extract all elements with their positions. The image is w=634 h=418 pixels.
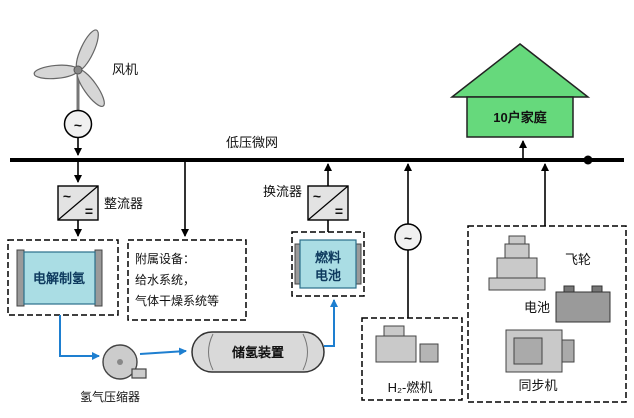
electrolysis-cell	[23, 251, 96, 305]
sync-machine-core	[513, 337, 543, 365]
electrolysis-unit: 电解制氢	[7, 239, 119, 316]
compressor-to-storage-arrow	[139, 347, 187, 356]
auxiliary-line2: 给水系统，	[135, 273, 195, 287]
bus-label: 低压微网	[226, 135, 278, 150]
flywheel-mid	[496, 257, 538, 279]
h2-engine-unit: H₂-燃机	[361, 317, 463, 401]
compressor-shaft	[117, 359, 123, 365]
electrolysis-electrode-left	[16, 249, 25, 307]
storage-cap-right	[302, 333, 308, 371]
fuel-cell-label-line1: 燃料	[315, 250, 341, 265]
rectifier-ac-symbol: ~	[63, 188, 71, 204]
compressor-icon	[102, 344, 147, 380]
battery-terminal-right	[591, 285, 603, 293]
battery-icon	[555, 285, 611, 323]
flywheel-upper	[504, 243, 530, 259]
flywheel-base	[488, 277, 546, 291]
compressor-label: 氢气压缩器	[80, 389, 140, 404]
h2engine-icon-body	[375, 335, 417, 363]
storage-tank-body	[191, 331, 325, 373]
fuel-cell-dashed-box	[291, 231, 365, 297]
fuel-cell-body	[299, 239, 357, 289]
auxiliary-line1: 附属设备：	[135, 252, 195, 266]
fuel-cell-electrode-left	[294, 243, 301, 285]
converter-dc-symbol: =	[335, 203, 343, 219]
flywheel-icon	[488, 235, 546, 291]
converter-diagonal	[307, 185, 349, 221]
wind-ac-source-icon	[63, 109, 93, 139]
turbine-blade	[33, 64, 79, 80]
electrolysis-electrode-right	[94, 249, 103, 307]
storage-tank-icon: 储氢装置	[191, 331, 325, 373]
house-roof	[449, 43, 591, 98]
storage-devices-box: 飞轮 电池 同步机	[467, 225, 627, 403]
storage-to-fuelcell-arrow	[324, 299, 338, 347]
storage-label: 储氢装置	[231, 345, 284, 360]
converter-icon: ~ =	[307, 185, 349, 221]
house-icon: 10户家庭	[449, 43, 591, 138]
auxiliary-dashed-box	[127, 239, 247, 321]
fuel-cell-label-line2: 电池	[315, 268, 341, 283]
rectifier-dc-symbol: =	[85, 203, 93, 219]
h2engine-dashed-box	[361, 317, 463, 401]
rectifier-icon: ~ =	[57, 185, 99, 221]
sync-machine-label: 同步机	[518, 378, 557, 393]
battery-label: 电池	[524, 300, 550, 315]
storage-devices-dashed-box	[467, 225, 627, 403]
flywheel-top	[508, 235, 526, 245]
storage-cap-left	[208, 333, 214, 371]
h2engine-icon-top	[383, 325, 405, 337]
compressor-outlet	[131, 368, 147, 379]
fuel-cell-electrode-right	[355, 243, 362, 285]
wind-ac-symbol: ~	[74, 117, 82, 133]
electrolysis-to-compressor-arrow	[59, 315, 100, 360]
electrolysis-label: 电解制氢	[33, 271, 85, 286]
house-body	[466, 96, 574, 138]
flywheel-label: 飞轮	[565, 252, 591, 267]
converter-label: 换流器	[263, 184, 302, 199]
sync-machine-icon	[505, 329, 575, 373]
h2engine-label: H₂-燃机	[388, 380, 433, 395]
turbine-hub	[73, 65, 83, 75]
converter-ac-symbol: ~	[313, 188, 321, 204]
auxiliary-equipment-box: 附属设备： 给水系统， 气体干燥系统等	[127, 239, 247, 321]
wind-label: 风机	[112, 62, 138, 77]
h2engine-ac-symbol: ~	[404, 230, 412, 246]
h2engine-icon-generator	[419, 343, 439, 363]
wind-turbine-icon	[33, 29, 105, 110]
battery-terminal-left	[563, 285, 575, 293]
sync-machine-shaft-end	[561, 339, 575, 363]
rectifier-diagonal	[57, 185, 99, 221]
battery-body	[555, 291, 611, 323]
fuel-cell-unit: 燃料 电池	[291, 231, 365, 297]
auxiliary-line3: 气体干燥系统等	[135, 293, 219, 308]
bus-end-node	[583, 155, 593, 165]
electrolysis-dashed-box	[7, 239, 119, 316]
rectifier-label: 整流器	[104, 196, 143, 211]
house-label: 10户家庭	[493, 110, 547, 125]
